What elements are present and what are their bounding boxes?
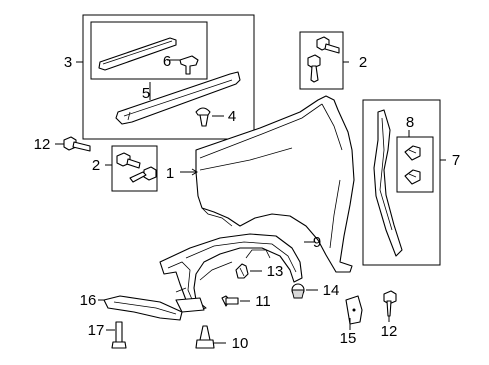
callout-3: 3	[64, 54, 72, 71]
group-box-2-top	[299, 31, 349, 90]
fender-part-1	[180, 95, 355, 273]
callout-8: 8	[406, 114, 414, 131]
clip-part-6	[167, 55, 199, 75]
plate-part-15	[345, 295, 363, 330]
callout-16: 16	[80, 292, 97, 309]
group-box-7	[362, 99, 446, 266]
callout-10: 10	[232, 335, 249, 352]
callout-7: 7	[452, 152, 460, 169]
callout-2-left: 2	[92, 157, 100, 174]
bolt-part-10	[195, 325, 226, 349]
callout-12-left: 12	[34, 136, 51, 153]
group-box-2-left	[105, 145, 158, 192]
clip-part-11	[221, 295, 250, 307]
molding-strip-part-5	[98, 37, 177, 71]
group-box-3	[76, 14, 255, 140]
callout-6: 6	[163, 53, 171, 70]
callout-17: 17	[88, 322, 105, 339]
bolt-part-12-right	[383, 290, 397, 322]
callout-9: 9	[313, 234, 321, 251]
callout-14: 14	[323, 282, 340, 299]
callout-15: 15	[340, 330, 357, 347]
bolt-part-12-left	[55, 136, 91, 152]
callout-12-right: 12	[381, 323, 398, 340]
callout-2-top: 2	[359, 54, 367, 71]
under-cover-part-16	[98, 295, 183, 321]
mud-guard	[175, 297, 205, 313]
cap-part-14	[291, 283, 318, 299]
clip-part-13	[235, 263, 262, 279]
callout-labels: 1 2 2 3 4 5 6 7 8 9 10 11 12 12 13 14 15…	[34, 53, 461, 352]
bolt-part-17	[106, 321, 127, 349]
callout-13: 13	[267, 263, 284, 280]
callout-5: 5	[142, 85, 150, 102]
callout-11: 11	[255, 293, 271, 310]
callout-4: 4	[228, 108, 236, 125]
garnish-part	[115, 71, 241, 125]
callout-1: 1	[166, 165, 174, 182]
push-clip-part-4	[195, 107, 224, 127]
